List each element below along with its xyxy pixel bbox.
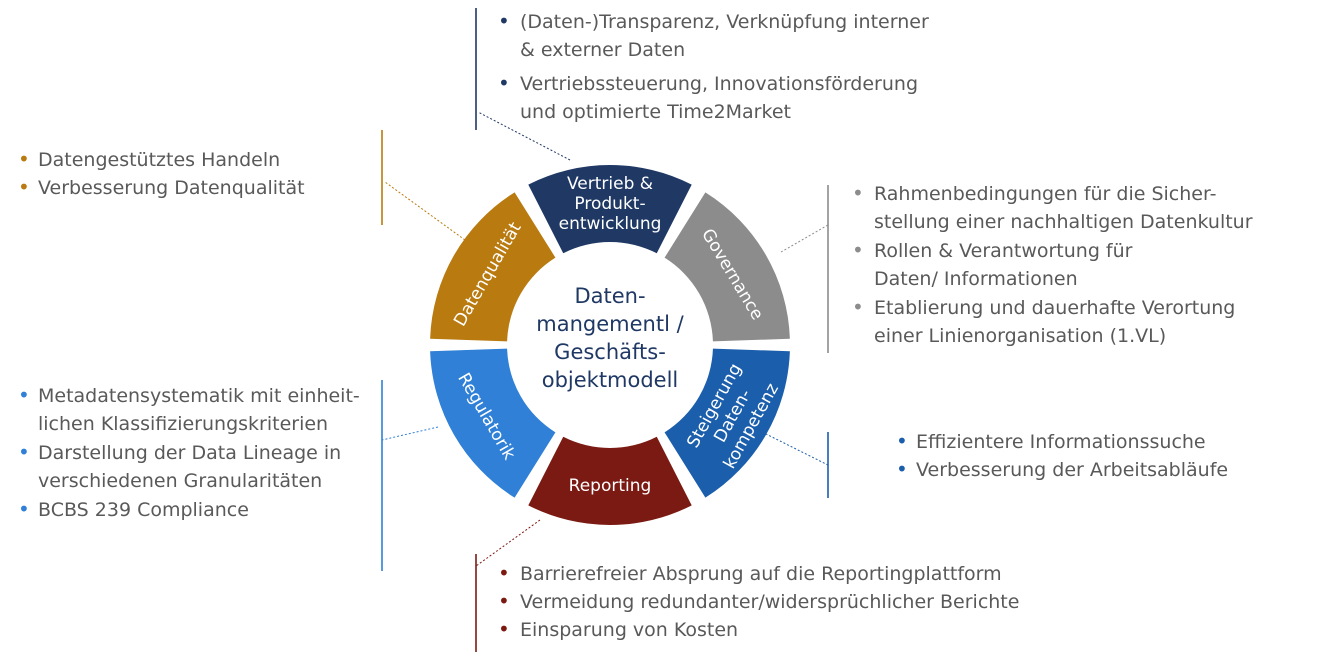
connector-reporting [475,519,541,567]
segment-regulatorik [430,348,556,498]
bullet-dot: • [852,181,864,205]
bullet-text-line: Datengestütztes Handeln [38,149,280,171]
bullet-text-line: Rahmenbedingungen für die Sicher- [874,183,1216,205]
segment-label-datenkompetenz: SteigerungDaten-kompetenz [683,360,783,473]
bullet-text-line: (Daten-)Transparenz, Verknüpfung interne… [520,11,929,33]
segment-governance [664,192,790,342]
connector-vertrieb [477,111,571,161]
segment-datenqualitaet [430,192,556,342]
bullet-text: Barrierefreier Absprung auf die Reportin… [520,563,1002,585]
center-label: Daten-mangementl / Geschäfts-objektmodell [536,284,684,392]
connector-regulatorik [381,426,439,441]
bullet-dot: • [498,617,510,641]
bullet-text-line: Etablierung und dauerhafte Verortung [874,297,1235,319]
bullet-dot: • [852,295,864,319]
bullet-text-line: stellung einer nachhaltigen Datenkultur [874,211,1253,233]
bullet-text-line: & externer Daten [520,39,685,61]
segment-vertrieb [528,165,692,254]
bullet-dot: • [18,147,30,171]
bullet-text-line: Metadatensystematik mit einheit- [38,385,360,407]
bullet-group-datenqualitaet: • Datengestütztes Handeln • Verbesserung Da… [18,130,383,225]
bullet-text: Verbesserung Datenqualität [38,177,305,199]
connector-datenqualitaet [384,181,466,241]
bullet-dot: • [498,9,510,33]
center-label-line: Geschäfts- [554,340,666,364]
bullet-dot: • [498,71,510,95]
bullet-text-line: Vermeidung redundanter/widersprüchlicher… [520,591,1019,613]
bullet-dot: • [18,440,30,464]
bullet-text: Metadatensystematik mit einheit-lichen K… [38,385,360,435]
bullet-text-line: Vertriebssteuerung, Innovationsförderung [520,73,918,95]
bullet-group-governance: • Rahmenbedingungen für die Sicher-stellu… [827,181,1253,353]
segment-label-line: entwicklung [559,214,662,234]
segment-datenkompetenz [664,348,790,498]
bullet-text-line: Einsparung von Kosten [520,619,738,641]
bullet-text-line: Daten/ Informationen [874,268,1078,290]
center-label-line: objektmodell [542,368,679,392]
center-label-line: mangementl / [536,312,684,336]
bullet-text: BCBS 239 Compliance [38,499,249,521]
bullet-text-line: Verbesserung der Arbeitsabläufe [916,459,1228,481]
bullet-text: Effizientere Informationssuche [916,431,1206,453]
connector-datenkompetenz [761,431,829,466]
bullet-dot: • [18,175,30,199]
bullet-dot: • [852,238,864,262]
bullet-text: Einsparung von Kosten [520,619,738,641]
bullet-text: Etablierung und dauerhafte Verortung eine… [874,297,1235,347]
bullet-text: Datengestütztes Handeln [38,149,280,171]
bullet-group-vertrieb: • (Daten-)Transparenz, Verknüpfung intern… [475,8,929,130]
connector-governance [780,224,829,253]
segment-reporting [528,436,692,525]
bullet-dot: • [498,561,510,585]
segment-label-vertrieb: Vertrieb &Produkt-entwicklung [559,174,662,234]
bullet-text: (Daten-)Transparenz, Verknüpfung interne… [520,11,929,61]
bullet-group-datenkompetenz: • Effizientere Informationssuche • Verbesse… [827,429,1228,498]
bullet-text-line: und optimierte Time2Market [520,101,791,123]
bullet-groups: • (Daten-)Transparenz, Verknüpfung intern… [18,8,1253,652]
bullet-group-regulatorik: • Metadatensystematik mit einheit-lichen … [18,380,383,571]
segment-label-line: Vertrieb & [567,174,653,194]
bullet-dot: • [896,457,908,481]
bullet-text: Darstellung der Data Lineage in verschied… [38,442,341,492]
segment-ring [430,165,790,525]
bullet-dot: • [18,497,30,521]
bullet-text: Vermeidung redundanter/widersprüchlicher… [520,591,1019,613]
bullet-text-line: einer Linienorganisation (1.VL) [874,325,1166,347]
bullet-text: Rahmenbedingungen für die Sicher-stellun… [874,183,1253,233]
segment-label-reporting: Reporting [569,476,652,496]
bullet-text-line: Verbesserung Datenqualität [38,177,305,199]
bullet-text-line: Barrierefreier Absprung auf die Reportin… [520,563,1002,585]
segment-label-line: Reporting [569,476,652,496]
center-hub: Daten-mangementl / Geschäfts-objektmodell [513,248,707,442]
center-circle [513,248,707,442]
connector-lines [381,111,829,567]
bullet-dot: • [18,383,30,407]
bullet-text-line: Darstellung der Data Lineage in [38,442,341,464]
center-label-line: Daten- [574,284,645,308]
bullet-group-reporting: • Barrierefreier Absprung auf die Reporti… [475,554,1019,652]
bullet-text-line: BCBS 239 Compliance [38,499,249,521]
bullet-text-line: verschiedenen Granularitäten [38,470,322,492]
bullet-dot: • [498,589,510,613]
bullet-text-line: Rollen & Verantwortung für [874,240,1133,262]
bullet-text-line: lichen Klassifizierungskriterien [38,413,328,435]
segment-label-line: Produkt- [574,194,645,214]
bullet-text: Vertriebssteuerung, Innovationsförderung… [520,73,918,123]
bullet-text-line: Effizientere Informationssuche [916,431,1206,453]
bullet-dot: • [896,429,908,453]
bullet-text: Verbesserung der Arbeitsabläufe [916,459,1228,481]
